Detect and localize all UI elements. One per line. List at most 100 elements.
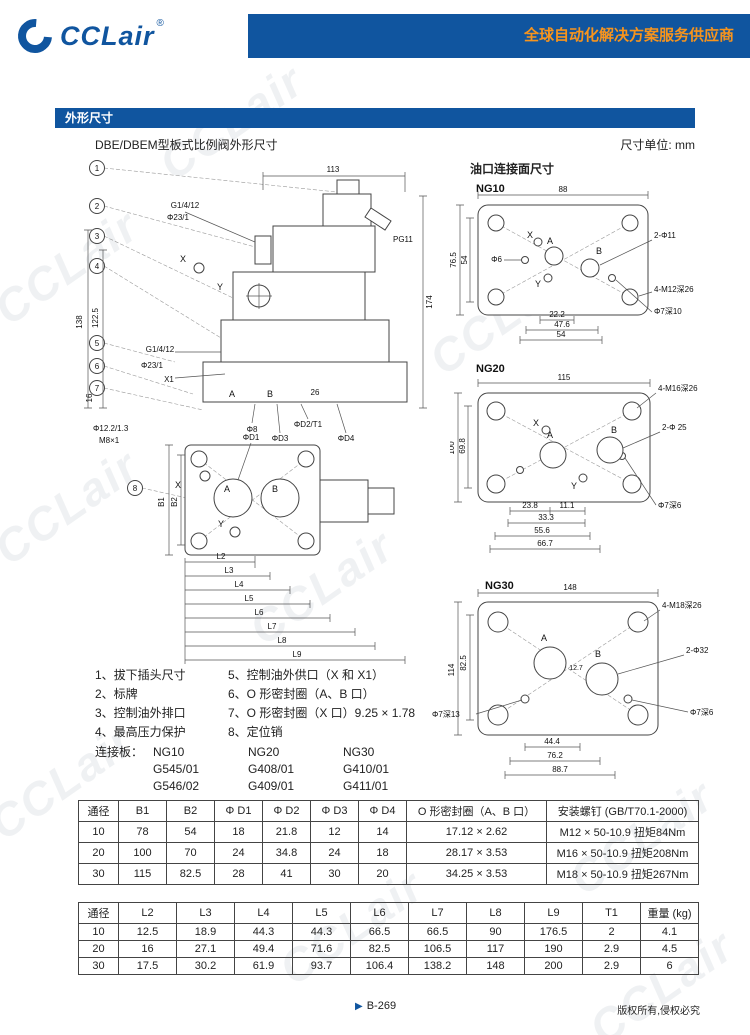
dim-174: 174 bbox=[425, 295, 434, 309]
table-cell: 71.6 bbox=[292, 940, 351, 958]
table-header-cell: L2 bbox=[118, 902, 177, 924]
ng10-dim2: 47.6 bbox=[554, 320, 570, 329]
dim-l4: L4 bbox=[235, 580, 244, 589]
port-y-label: Y bbox=[217, 282, 223, 292]
port-x-small-circle bbox=[199, 470, 211, 482]
table-header-cell: L9 bbox=[524, 902, 583, 924]
dim-113: 113 bbox=[327, 165, 340, 174]
port-x-circle bbox=[541, 425, 551, 435]
balloon-number: 3 bbox=[95, 232, 100, 241]
table-header-cell: B2 bbox=[166, 800, 215, 822]
port-b-label: B bbox=[267, 389, 273, 399]
bolt-hole bbox=[486, 474, 506, 494]
table-cell: 28 bbox=[214, 863, 263, 885]
header-banner: 全球自动化解决方案服务供应商 bbox=[248, 14, 750, 58]
table-header-cell: 通径 bbox=[78, 902, 119, 924]
balloon-leader-lines bbox=[103, 167, 338, 499]
table-cell: 16 bbox=[118, 940, 177, 958]
table-header-cell: B1 bbox=[118, 800, 167, 822]
ng30-dim2: 76.2 bbox=[547, 751, 563, 760]
pin-hole bbox=[521, 256, 529, 264]
ng10-bolts-note: 4-M12深26 bbox=[654, 285, 694, 294]
port-a-label: A bbox=[229, 389, 235, 399]
section-title-bar: 外形尺寸 bbox=[55, 108, 695, 128]
port-y-circle bbox=[543, 273, 553, 283]
note-item: 8、定位销 bbox=[228, 725, 283, 739]
port-b-circle bbox=[596, 436, 624, 464]
mounting-flange bbox=[202, 361, 408, 403]
table-cell: 78 bbox=[118, 821, 167, 843]
port-b-circle bbox=[260, 478, 300, 518]
balloon-circle bbox=[89, 198, 105, 214]
table-cell: 14 bbox=[358, 821, 407, 843]
table-cell: 115 bbox=[118, 863, 167, 885]
table-cell: 200 bbox=[524, 957, 583, 975]
main-valve-body bbox=[220, 319, 390, 363]
ng30-pin-left-note: Φ7深13 bbox=[432, 710, 460, 719]
bolt-hole bbox=[622, 401, 642, 421]
ng10-dim3: 54 bbox=[557, 330, 566, 339]
port-a-circle bbox=[539, 441, 567, 469]
dim-g14-top: G1/4/12 bbox=[171, 201, 200, 210]
table-cell: 4.5 bbox=[640, 940, 699, 958]
header-slogan: 全球自动化解决方案服务供应商 bbox=[523, 27, 734, 44]
ng30-dim3: 88.7 bbox=[552, 765, 568, 774]
copyright-notice: 版权所有,侵权必究 bbox=[617, 1006, 700, 1017]
ng10-pin-note: Φ7深10 bbox=[654, 307, 682, 316]
connector-profile bbox=[367, 487, 395, 515]
port-y-label: Y bbox=[535, 279, 541, 289]
page-marker-icon: ▶ bbox=[355, 1001, 363, 1012]
table-cell: 30 bbox=[310, 863, 359, 885]
ng10-phi6: Φ6 bbox=[491, 255, 502, 264]
bolt-hole bbox=[297, 450, 315, 468]
port-a-label: A bbox=[547, 430, 553, 440]
note-item: 1、拔下插头尺寸 bbox=[95, 668, 186, 682]
table-cell: 6 bbox=[640, 957, 699, 975]
table-header-cell: L6 bbox=[350, 902, 409, 924]
table-cell: 20 bbox=[78, 940, 119, 958]
table-cell: 90 bbox=[466, 923, 525, 941]
section-title: 外形尺寸 bbox=[65, 111, 114, 125]
label-leader-lines bbox=[174, 211, 347, 434]
bolt-hole bbox=[621, 288, 639, 306]
pin-hole bbox=[608, 274, 616, 282]
plate-code: G409/01 bbox=[248, 779, 295, 793]
ng30-dim1: 44.4 bbox=[544, 737, 560, 746]
dim-26: 26 bbox=[311, 388, 320, 397]
ng20-dim-lines bbox=[454, 379, 651, 553]
ng30-port-face-drawing: NG30 148 114 82.5 A B 12.7 4-M18深26 2-Φ3… bbox=[432, 580, 714, 779]
port-b-label: B bbox=[596, 246, 602, 256]
ng30-mid-dim: 12.7 bbox=[569, 665, 583, 672]
table-header-cell: L7 bbox=[408, 902, 467, 924]
dim-g14-side: G1/4/12 bbox=[146, 345, 175, 354]
port-y-circle bbox=[578, 473, 588, 483]
ng30-bolts-note: 4-M18深26 bbox=[662, 601, 702, 610]
dim-d4: ΦD4 bbox=[338, 434, 355, 443]
ng30-title: NG30 bbox=[485, 580, 514, 592]
balloon-circle bbox=[127, 480, 143, 496]
port-x-circle bbox=[533, 237, 543, 247]
ng10-title: NG10 bbox=[476, 183, 505, 195]
table-header-cell: 通径 bbox=[78, 800, 119, 822]
balloon-circle bbox=[89, 335, 105, 351]
company-logo: CCLair ® bbox=[11, 12, 164, 60]
ng20-bolts-note: 4-M16深26 bbox=[658, 384, 698, 393]
table-cell: 61.9 bbox=[234, 957, 293, 975]
ng30-pin-right-note: Φ7深6 bbox=[690, 708, 714, 717]
balloon-number: 2 bbox=[95, 202, 100, 211]
dim-l2: L2 bbox=[217, 552, 226, 561]
port-a-label: A bbox=[541, 633, 547, 643]
dim-d3: ΦD3 bbox=[272, 434, 289, 443]
ng10-face bbox=[477, 204, 649, 316]
